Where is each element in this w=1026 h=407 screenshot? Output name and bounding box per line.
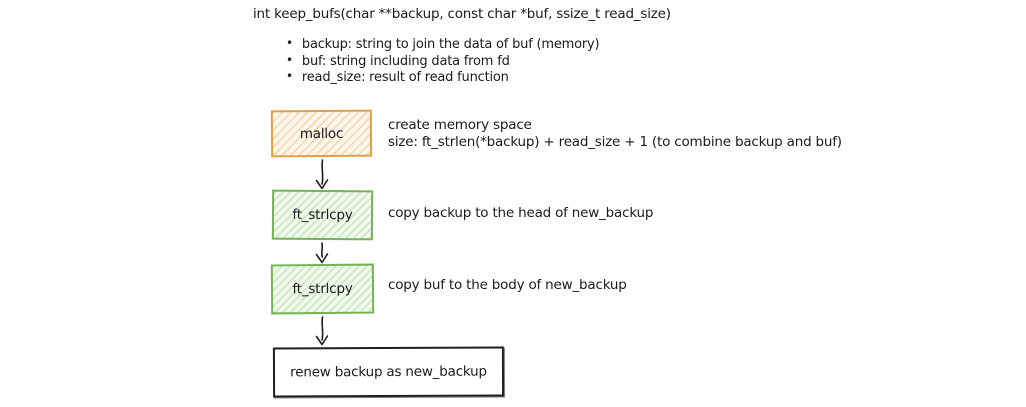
annotation-ft-strlcpy-1: copy backup to the head of new_backup <box>388 205 653 222</box>
annotation-line: size: ft_strlen(*backup) + read_size + 1… <box>388 134 842 150</box>
node-label: ft_strlcpy <box>292 280 353 298</box>
annotation-line: copy buf to the body of new_backup <box>388 277 627 293</box>
node-label: malloc <box>299 125 344 142</box>
param-list: • backup: string to join the data of buf… <box>286 36 600 87</box>
node-renew-backup[interactable]: renew backup as new_backup <box>272 346 505 398</box>
param-item: • buf: string including data from fd <box>286 52 599 71</box>
node-label: ft_strlcpy <box>292 206 353 224</box>
annotation-line: copy backup to the head of new_backup <box>388 205 654 221</box>
node-ft-strlcpy-1[interactable]: ft_strlcpy <box>271 189 374 241</box>
arrow-strlcpy1-to-strlcpy2 <box>315 242 329 264</box>
arrow-strlcpy2-to-renew <box>315 316 329 346</box>
node-ft-strlcpy-2[interactable]: ft_strlcpy <box>270 263 375 315</box>
param-text: buf: string including data from fd <box>301 53 510 69</box>
annotation-ft-strlcpy-2: copy buf to the body of new_backup <box>388 277 627 294</box>
function-signature: int keep_bufs(char **backup, const char … <box>253 6 671 22</box>
bullet-icon: • <box>286 36 293 50</box>
annotation-malloc: create memory space size: ft_strlen(*bac… <box>388 117 842 151</box>
param-text: read_size: result of read function <box>301 70 509 85</box>
bullet-icon: • <box>286 69 293 83</box>
arrow-malloc-to-strlcpy1 <box>315 159 329 190</box>
param-text: backup: string to join the data of buf (… <box>301 37 600 52</box>
param-item: • read_size: result of read function <box>286 69 599 87</box>
node-malloc[interactable]: malloc <box>270 109 373 158</box>
bullet-icon: • <box>286 52 293 67</box>
node-label: renew backup as new_backup <box>290 363 487 381</box>
param-item: • backup: string to join the data of buf… <box>286 36 600 54</box>
annotation-line: create memory space <box>388 117 532 133</box>
